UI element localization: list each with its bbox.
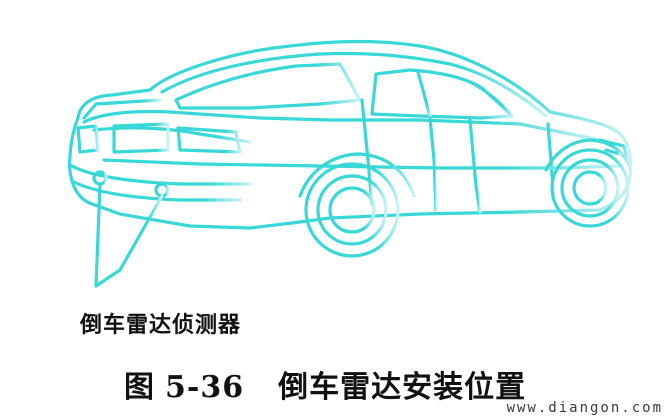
rear-bumper bbox=[70, 164, 252, 186]
caption-number: 5-36 bbox=[165, 370, 245, 405]
license-plate bbox=[112, 122, 170, 154]
figure-caption: 图 5-36 倒车雷达安装位置 bbox=[124, 362, 526, 406]
radar-sensor-label: 倒车雷达侦测器 bbox=[80, 313, 242, 338]
rear-wheel bbox=[298, 152, 416, 258]
callout-leader bbox=[94, 182, 164, 288]
front-wheel bbox=[544, 138, 632, 228]
caption-title: 倒车雷达安装位置 bbox=[278, 370, 527, 405]
caption-prefix: 图 bbox=[124, 370, 155, 405]
rear-window bbox=[174, 62, 362, 110]
tail-light-left bbox=[76, 124, 100, 154]
trunk-lid bbox=[82, 98, 162, 120]
car-body-outline bbox=[68, 39, 633, 230]
radar-sensor-right bbox=[154, 182, 170, 198]
watermark-text: www.diangon.com bbox=[506, 400, 663, 416]
tail-light-right bbox=[176, 126, 242, 154]
roof-line bbox=[160, 51, 548, 118]
